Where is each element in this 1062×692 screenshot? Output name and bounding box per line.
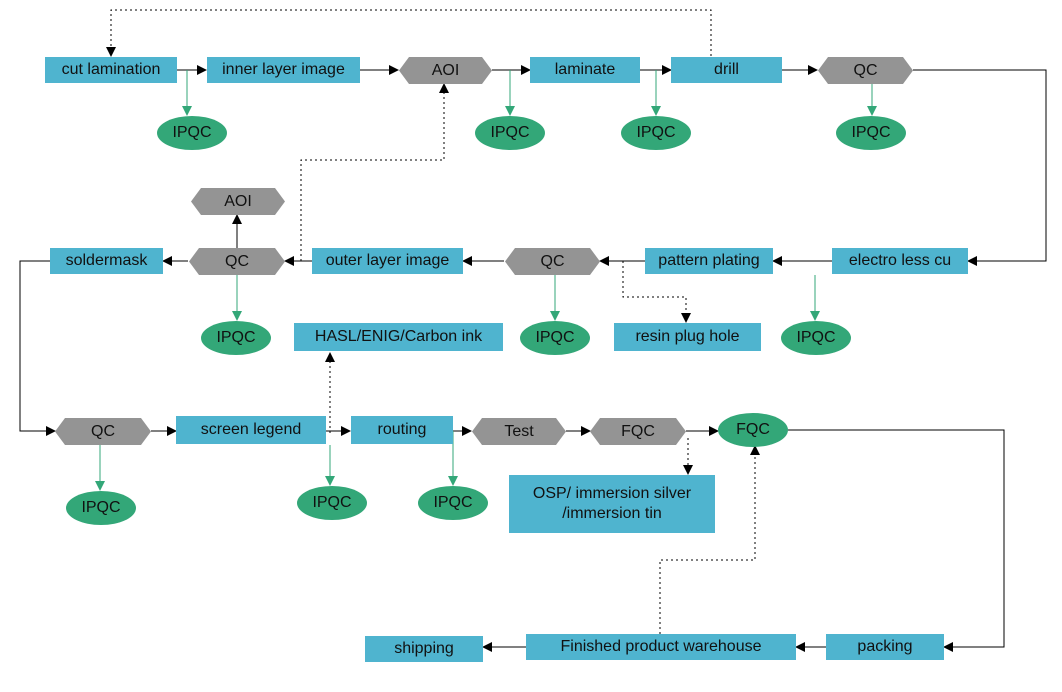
node-cut-lamination: cut lamination — [45, 57, 177, 83]
dotted-loop-drill-to-cut-lamination — [106, 9, 712, 57]
ipqc-oval: IPQC — [520, 321, 590, 355]
node-qc-2: QC — [505, 248, 600, 275]
node-screen-legend: screen legend — [176, 416, 326, 444]
node-test: Test — [472, 418, 566, 445]
ipqc-oval: IPQC — [297, 486, 367, 520]
osp-line-1: OSP/ immersion silver — [532, 485, 692, 502]
node-inner-layer-image: inner layer image — [207, 57, 360, 83]
node-aoi-1: AOI — [399, 57, 492, 84]
node-resin-plug-hole: resin plug hole — [614, 323, 761, 351]
node-drill: drill — [671, 57, 782, 83]
node-qc-4: QC — [55, 418, 151, 445]
ipqc-oval: IPQC — [836, 116, 906, 150]
node-packing: packing — [826, 634, 944, 660]
node-finished-product-warehouse: Finished product warehouse — [526, 634, 796, 660]
node-fqc-1: FQC — [590, 418, 686, 445]
node-electro-less-cu: electro less cu — [832, 248, 968, 274]
osp-line-2: /immersion tin — [562, 505, 662, 522]
dotted-warehouse-to-fqc — [659, 445, 760, 634]
node-qc-3: QC — [189, 248, 285, 275]
node-outer-layer-image: outer layer image — [312, 248, 463, 274]
ipqc-oval: IPQC — [781, 321, 851, 355]
dotted-outer-layer-to-aoi — [300, 83, 449, 261]
node-shipping: shipping — [365, 636, 483, 662]
dotted-pattern-plating-to-resin-plug-hole — [622, 261, 691, 323]
ipqc-oval: IPQC — [418, 486, 488, 520]
node-osp-immersion: OSP/ immersion silver /immersion tin — [509, 475, 715, 533]
ipqc-oval: IPQC — [621, 116, 691, 150]
node-aoi-2: AOI — [191, 188, 285, 215]
flow-fqc-to-packing — [788, 429, 1005, 652]
node-soldermask: soldermask — [50, 248, 163, 274]
node-hasl-enig-carbon-ink: HASL/ENIG/Carbon ink — [294, 323, 503, 351]
node-qc-1: QC — [818, 57, 913, 84]
node-pattern-plating: pattern plating — [645, 248, 773, 274]
ipqc-oval: IPQC — [201, 321, 271, 355]
ipqc-oval: IPQC — [475, 116, 545, 150]
node-fqc-2: FQC — [718, 413, 788, 447]
flow-soldermask-to-qc — [19, 260, 56, 436]
node-routing: routing — [351, 416, 453, 444]
ipqc-oval: IPQC — [157, 116, 227, 150]
ipqc-oval: IPQC — [66, 491, 136, 525]
flow-qc-to-electro-less-cu — [913, 69, 1047, 266]
node-laminate: laminate — [530, 57, 640, 83]
